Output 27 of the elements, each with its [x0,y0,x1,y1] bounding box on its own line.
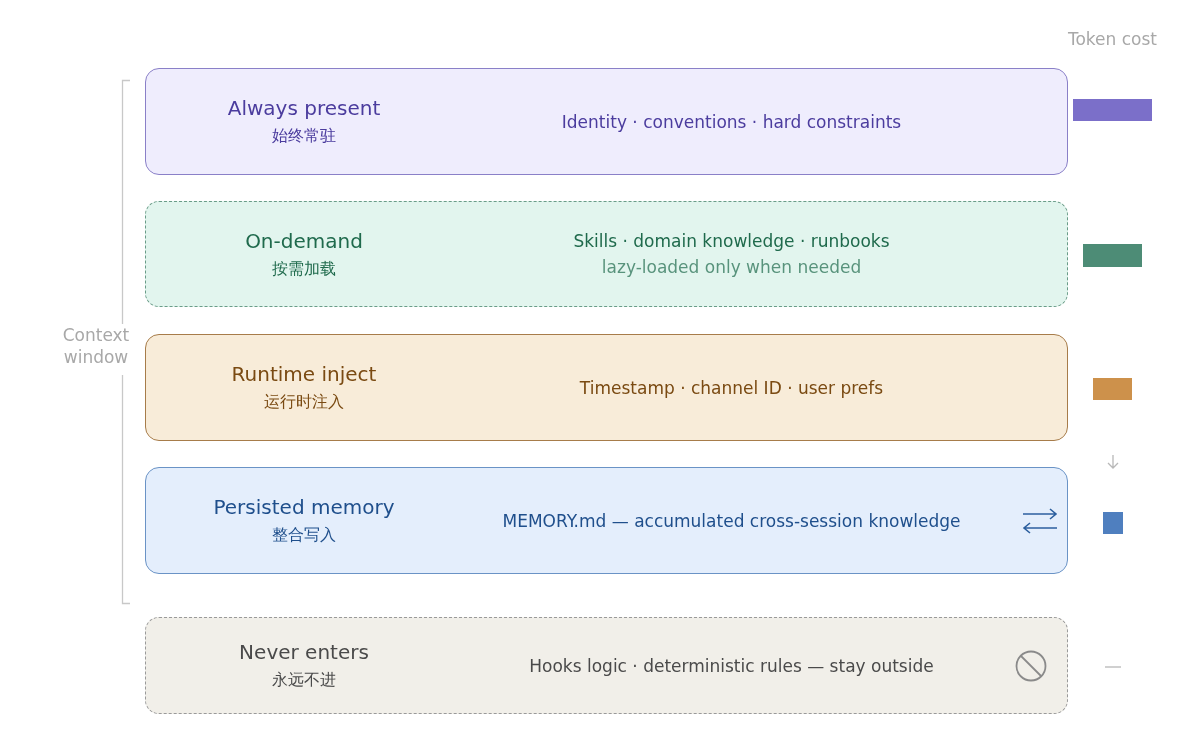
cost-bar [1073,99,1152,121]
layer-subtitle: 始终常驻 [272,126,336,147]
cost-bar [1093,378,1132,400]
layer-description: Hooks logic · deterministic rules — stay outside [529,655,934,676]
column-heading: Token cost [1066,28,1158,50]
cost-bar [1083,244,1142,267]
bracket-label: Context window [61,324,131,368]
layer-title: Never enters [239,640,369,664]
layer-band [145,201,1068,307]
layer-description: Identity · conventions · hard constraints [561,111,902,132]
layer-description: MEMORY.md — accumulated cross-session knowledge [502,510,961,531]
layer-band [145,617,1068,714]
layer-band [145,334,1068,441]
layer-description: Timestamp · channel ID · user prefs [579,377,884,398]
cost-bar [1103,512,1123,534]
layer-subtitle: 按需加载 [272,258,336,280]
layer-title: Runtime inject [231,362,377,386]
layer-description: Skills · domain knowledge · runbooks [573,231,890,251]
layer-subtitle: 永远不进 [272,670,336,691]
layer-subtitle: 整合写入 [272,525,336,546]
layer-title: On-demand [245,228,363,253]
layer-band [145,467,1068,574]
layer-title: Always present [227,96,381,120]
layer-subtitle: 运行时注入 [264,392,344,413]
layer-note: lazy-loaded only when needed [601,257,862,277]
layer-title: Persisted memory [213,495,395,519]
layer-band [145,68,1068,175]
